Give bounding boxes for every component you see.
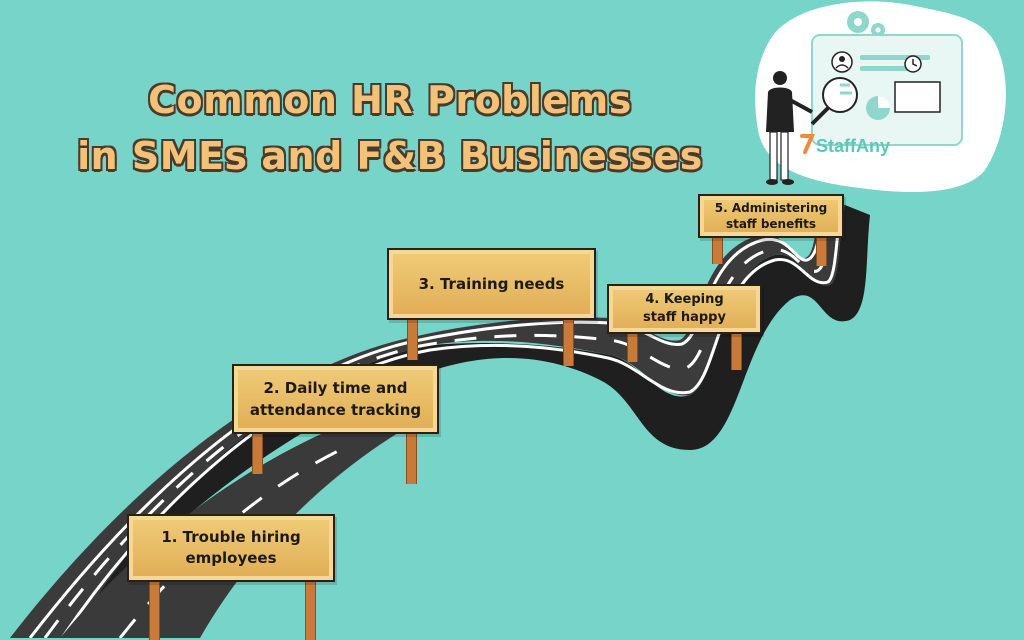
sign-board: 1. Trouble hiring employees [127, 514, 335, 582]
sign-1-line1: 1. Trouble hiring [161, 528, 301, 546]
hr-illustration: StaffAny [755, 1, 1006, 193]
sign-1-line2: employees [185, 549, 277, 567]
brand-name: StaffAny [816, 136, 890, 156]
sign-post [563, 318, 574, 366]
title-line-2: in SMEs and F&B Businesses [77, 134, 703, 178]
sign-post [627, 332, 638, 362]
sign-5: 5. Administering staff benefits [698, 194, 844, 266]
popup-card [894, 81, 941, 113]
staffany-logo: StaffAny [800, 134, 890, 156]
sign-2-line2: attendance tracking [249, 401, 422, 419]
sign-post [407, 318, 418, 360]
sign-3-line1: 3. Training needs [418, 275, 565, 293]
sign-board: 3. Training needs [387, 248, 596, 320]
pie-chart-icon [866, 96, 890, 120]
panel-line [860, 66, 915, 71]
sign-post [305, 580, 316, 640]
magnifier-icon [810, 77, 858, 126]
person-icon [766, 71, 813, 185]
sign-post [816, 236, 827, 266]
sign-3: 3. Training needs [387, 248, 596, 366]
sign-post [731, 332, 742, 370]
sign-5-line2: staff benefits [725, 217, 817, 231]
sign-1: 1. Trouble hiring employees [127, 514, 335, 640]
title-line-1: Common HR Problems [148, 78, 632, 122]
page-title: Common HR Problems in SMEs and F&B Busin… [40, 72, 740, 184]
sign-board: 5. Administering staff benefits [698, 194, 844, 238]
gear-icon [847, 11, 885, 37]
sign-2: 2. Daily time and attendance tracking [232, 364, 439, 484]
sign-4-line1: 4. Keeping [645, 292, 724, 307]
sign-5-line1: 5. Administering [714, 201, 828, 215]
sign-post [712, 236, 723, 264]
sign-post [406, 432, 417, 484]
sign-post [252, 432, 263, 474]
road-shadow [70, 205, 870, 638]
profile-icon [831, 51, 853, 73]
sign-4: 4. Keeping staff happy [607, 284, 762, 370]
sign-board: 4. Keeping staff happy [607, 284, 762, 334]
staffany-mark-icon [800, 134, 816, 154]
clock-icon [904, 55, 922, 73]
sign-post [149, 580, 160, 640]
sign-board: 2. Daily time and attendance tracking [232, 364, 439, 434]
sign-2-line1: 2. Daily time and [263, 379, 408, 397]
sign-4-line2: staff happy [643, 310, 726, 325]
